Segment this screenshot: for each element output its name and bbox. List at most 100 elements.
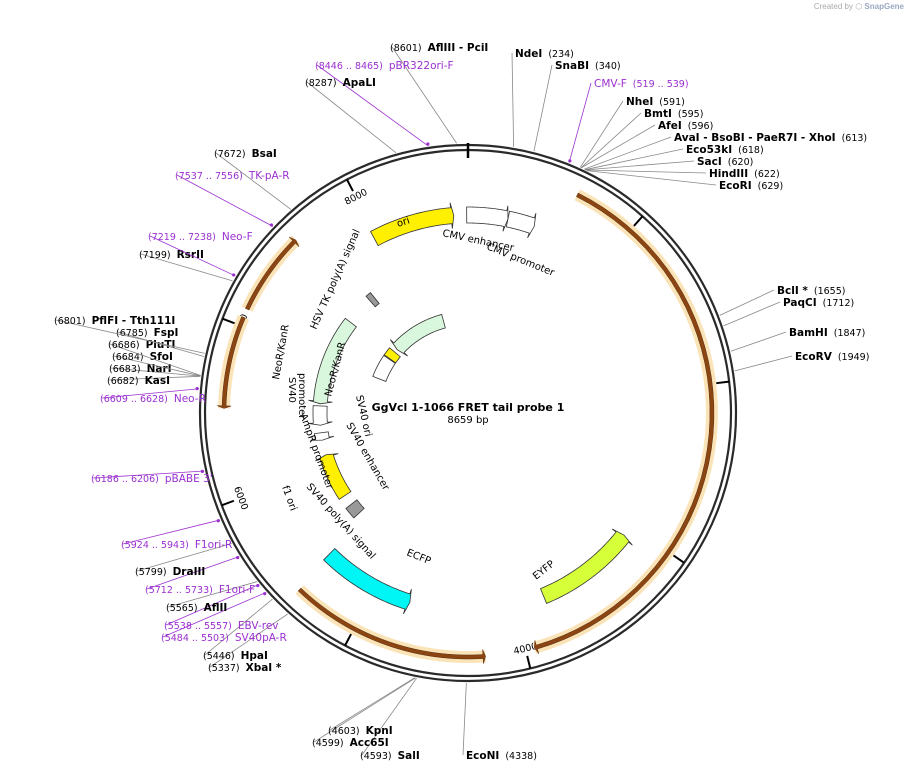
svg-text:CMV-F(519 .. 539): CMV-F(519 .. 539) xyxy=(594,78,689,90)
svg-text:SacI(620): SacI(620) xyxy=(697,156,753,168)
site-hpai[interactable]: (5446)HpaI xyxy=(203,598,273,662)
feature-f1-ori[interactable] xyxy=(315,453,352,500)
feature-sv40-enhancer[interactable] xyxy=(372,354,396,382)
feature-label-f1ori: f1 ori xyxy=(279,484,298,512)
svg-text:(6686)PluTI: (6686)PluTI xyxy=(108,339,175,351)
orf-arrow-orf3 xyxy=(217,316,246,409)
site-eco53ki[interactable]: Eco53kI(618) xyxy=(584,144,764,171)
svg-text:AvaI - BsoBI - PaeR7I - XhoI: AvaI - BsoBI - PaeR7I - XhoI(613) xyxy=(674,132,867,144)
svg-text:(7219 .. 7238)Neo-F: (7219 .. 7238)Neo-F xyxy=(148,231,253,243)
feature-label-hsv: HSV TK poly(A) signal xyxy=(309,228,363,331)
site-kpni[interactable]: (4603)KpnI xyxy=(328,677,415,737)
site-rsrii[interactable]: (7199)RsrII xyxy=(139,249,233,282)
feature-sv40-promoter[interactable] xyxy=(308,405,333,426)
primer-sv40pa-r[interactable]: (5484 .. 5503)SV40pA-R xyxy=(161,591,287,644)
site-acc65i[interactable]: (4599)Acc65I xyxy=(312,677,416,749)
primer-ebv-rev[interactable]: (5538 .. 5557)EBV-rev xyxy=(164,583,279,632)
svg-text:(6785)FspI: (6785)FspI xyxy=(116,327,178,339)
site-aflii[interactable]: (5565)AflII xyxy=(166,581,258,614)
svg-text:(5337)XbaI *: (5337)XbaI * xyxy=(208,662,282,674)
feature-label-sv40-promoter-2: promoter xyxy=(296,373,307,420)
svg-text:NheI(591): NheI(591) xyxy=(626,96,685,108)
site-ecori[interactable]: EcoRI(629) xyxy=(586,170,783,192)
feature-ecfp[interactable] xyxy=(323,547,412,615)
svg-text:EcoRI(629): EcoRI(629) xyxy=(719,180,783,192)
snapgene-credit: Created by ⬡ SnapGene xyxy=(814,2,904,11)
site-ecorv[interactable]: EcoRV(1949) xyxy=(734,351,870,372)
site-afliii[interactable]: (8601)AflIII - PciI xyxy=(390,42,488,144)
svg-text:(6609 .. 6628)Neo-R: (6609 .. 6628)Neo-R xyxy=(100,393,206,405)
site-nhei[interactable]: NheI(591) xyxy=(579,96,685,168)
feature-ampr-promoter[interactable] xyxy=(310,431,335,441)
site-saci[interactable]: SacI(620) xyxy=(585,156,753,171)
primer-pbabe-3[interactable]: (6186 .. 6206)pBABE 3' xyxy=(91,469,213,485)
primer-f1ori-f[interactable]: (5712 .. 5733)F1ori-F xyxy=(145,555,255,596)
tick-4000 xyxy=(526,655,532,669)
svg-text:(8287)ApaLI: (8287)ApaLI xyxy=(305,77,376,89)
svg-text:Eco53kI(618): Eco53kI(618) xyxy=(686,144,764,156)
tick-5000 xyxy=(344,633,352,646)
svg-text:(5446)HpaI: (5446)HpaI xyxy=(203,650,268,662)
site-bamhi[interactable]: BamHI(1847) xyxy=(730,327,865,352)
primer-neo-f[interactable]: (7219 .. 7238)Neo-F xyxy=(148,231,253,277)
site-econi[interactable]: EcoNI(4338) xyxy=(462,682,537,762)
svg-text:(7672)BsaI: (7672)BsaI xyxy=(214,148,277,160)
primer-cmv-f[interactable]: CMV-F(519 .. 539) xyxy=(568,78,689,163)
tick-2000 xyxy=(716,380,730,385)
svg-text:(6186 .. 6206)pBABE 3': (6186 .. 6206)pBABE 3' xyxy=(91,473,213,485)
site-nari[interactable]: (6683)NarI xyxy=(109,363,201,377)
svg-text:AfeI(596): AfeI(596) xyxy=(658,120,713,132)
svg-text:BmtI(595): BmtI(595) xyxy=(644,108,703,120)
orf-arrow-orf xyxy=(534,192,715,654)
site-bcli[interactable]: BclI *(1655) xyxy=(719,285,846,316)
svg-text:EcoRV(1949): EcoRV(1949) xyxy=(795,351,869,363)
plasmid-size: 8659 bp xyxy=(447,415,488,426)
feature-ori[interactable] xyxy=(370,202,455,247)
site-paqci[interactable]: PaqCI(1712) xyxy=(723,297,855,327)
svg-text:PaqCI(1712): PaqCI(1712) xyxy=(783,297,854,309)
feature-neor-kanr[interactable] xyxy=(389,313,446,357)
tick-label-6000: 6000 xyxy=(231,485,250,512)
orf-arrow-orf4 xyxy=(245,236,300,311)
site-afei[interactable]: AfeI(596) xyxy=(580,120,713,169)
feature-label-ecfp: ECFP xyxy=(405,548,432,568)
primer-f1ori-r[interactable]: (5924 .. 5943)F1ori-R xyxy=(121,519,232,551)
site-hindiii[interactable]: HindIII(622) xyxy=(585,168,780,180)
feature-label-neo1: NeoR/KanR xyxy=(271,324,292,381)
feature-neor-kanr[interactable] xyxy=(308,317,357,405)
orf-halo-orf xyxy=(532,189,718,654)
svg-text:EcoNI(4338): EcoNI(4338) xyxy=(466,750,537,762)
site-kasi[interactable]: (6682)KasI xyxy=(107,375,201,387)
svg-text:(8446 .. 8465)pBR322ori-F: (8446 .. 8465)pBR322ori-F xyxy=(315,60,454,72)
svg-text:BclI *(1655): BclI *(1655) xyxy=(777,285,845,297)
site-fspi[interactable]: (6785)FspI xyxy=(116,327,205,357)
feature-hsv-tk-poly-a-signal[interactable] xyxy=(365,292,380,308)
site-bmti[interactable]: BmtI(595) xyxy=(580,108,703,169)
feature-eyfp[interactable] xyxy=(539,528,633,604)
site-ndei[interactable]: NdeI(234) xyxy=(511,48,574,147)
primer-tk-pa-r[interactable]: (7537 .. 7556)TK-pA-R xyxy=(175,170,290,227)
feature-sv40-poly-a-signal[interactable] xyxy=(345,499,365,519)
site-snabi[interactable]: SnaBI(340) xyxy=(533,60,621,152)
feature-cmv-enhancer[interactable] xyxy=(466,205,509,232)
svg-text:(6801)PflFI - Tth111I: (6801)PflFI - Tth111I xyxy=(54,315,175,327)
svg-text:HindIII(622): HindIII(622) xyxy=(709,168,780,180)
site-xbai[interactable]: (5337)XbaI * xyxy=(208,613,288,674)
svg-text:(7537 .. 7556)TK-pA-R: (7537 .. 7556)TK-pA-R xyxy=(175,170,290,182)
site-draiii[interactable]: (5799)DraIII xyxy=(135,543,232,578)
site-bsai[interactable]: (7672)BsaI xyxy=(214,148,291,210)
site-pflfi[interactable]: (6801)PflFI - Tth111I xyxy=(54,315,205,354)
snapgene-logo: ⬡ xyxy=(855,2,863,11)
svg-text:BamHI(1847): BamHI(1847) xyxy=(789,327,865,339)
svg-text:(5538 .. 5557)EBV-rev: (5538 .. 5557)EBV-rev xyxy=(164,620,279,632)
credit-brand: SnapGene xyxy=(864,2,904,11)
feature-label-cmv-promoter: CMV promoter xyxy=(485,242,557,280)
site-sali[interactable]: (4593)SalI xyxy=(360,677,420,762)
primer-pbr322ori-f[interactable]: (8446 .. 8465)pBR322ori-F xyxy=(315,60,454,147)
feature-sv40-ori[interactable] xyxy=(383,347,401,364)
feature-cmv-promoter[interactable] xyxy=(505,210,537,239)
primer-neo-r[interactable]: (6609 .. 6628)Neo-R xyxy=(100,387,206,405)
site-apali[interactable]: (8287)ApaLI xyxy=(305,77,397,154)
site-avai[interactable]: AvaI - BsoBI - PaeR7I - XhoI(613) xyxy=(584,132,867,170)
